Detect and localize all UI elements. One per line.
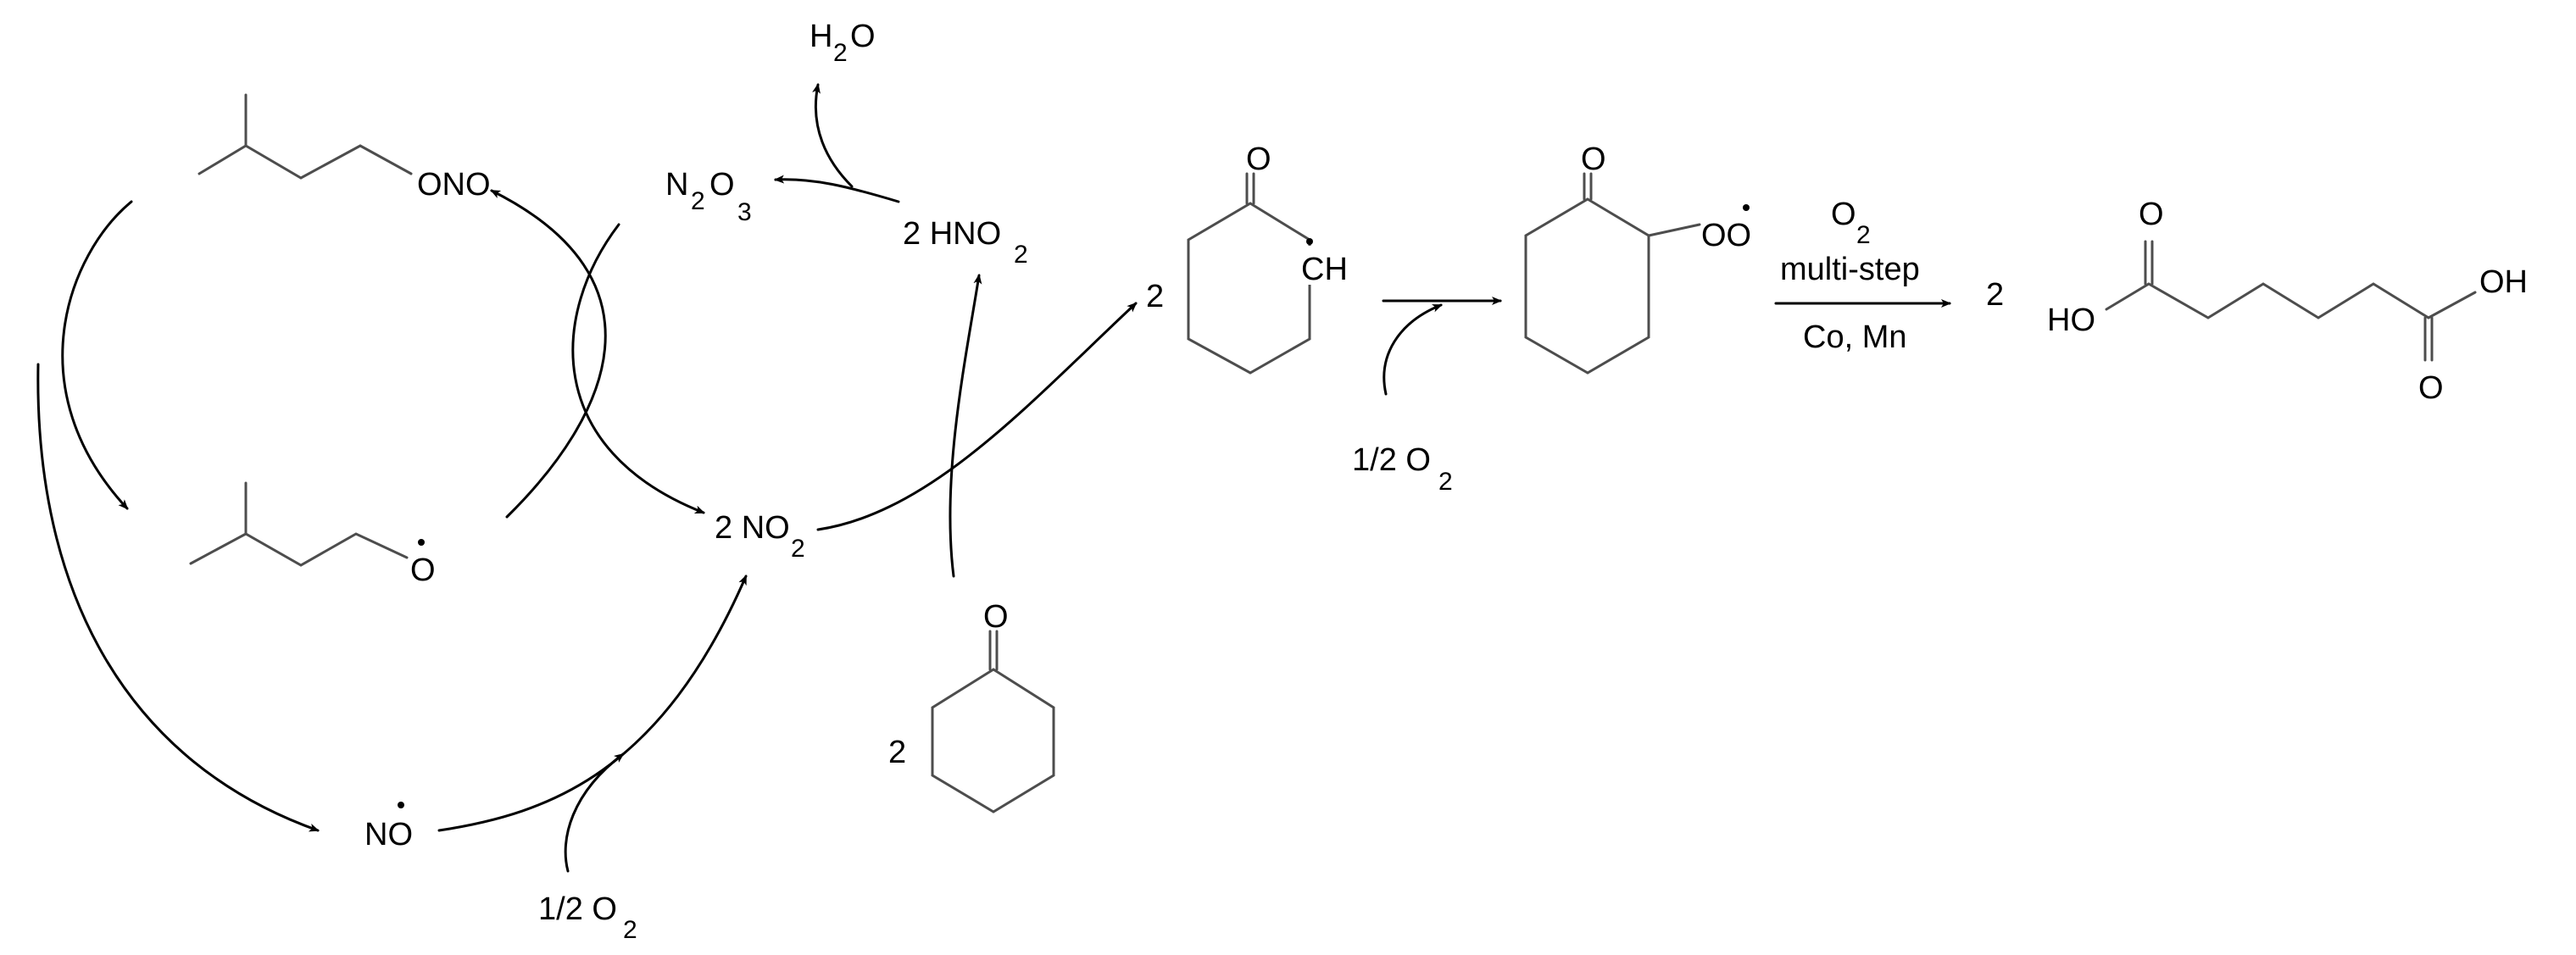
radical-dot [418,539,425,546]
acid-o-bottom-label: O [2418,370,2444,406]
cyclohexanone-structure: O 2 [888,599,1055,813]
final-step-reagents: O 2 multi-step Co, Mn [1780,197,1920,355]
isoamyl-nitrite-structure: ONO [198,93,491,203]
radical-dot [1743,204,1750,211]
peroxy-label: OO [1701,218,1751,253]
no2-label: 2 NO 2 [715,510,805,563]
coefficient-label: 2 [1146,279,1164,314]
ch-radical-label: CH [1301,252,1348,287]
ketone-o-label: O [983,599,1009,635]
reagent-o2-label: O [1831,197,1856,232]
ketone-o-label: O [1581,142,1606,177]
acid-o-top-label: O [2139,197,2164,232]
water-label: H 2 O [810,19,876,67]
ono-label: ONO [417,167,491,203]
svg-text:2: 2 [833,39,848,67]
svg-text:O: O [709,167,735,203]
svg-text:2: 2 [691,187,705,215]
svg-text:3: 3 [737,198,752,226]
half-o2-left-label: 1/2 O 2 [538,891,637,944]
alkoxy-o-label: O [410,552,436,588]
ketone-o-label: O [1246,142,1271,177]
reaction-arrows [36,83,1951,873]
svg-text:2: 2 [623,916,637,944]
reagent-step-label: multi-step [1780,252,1920,287]
coefficient-label: 2 [888,735,906,770]
peroxy-radical-structure: O OO [1524,142,1751,375]
svg-text:2: 2 [1438,468,1453,496]
no-radical-label: NO [364,802,413,852]
svg-text:N: N [665,167,688,203]
cyclohexanone-radical-structure: O CH 2 [1146,142,1352,375]
adipic-acid-structure: 2 O HO OH O [1986,197,2528,406]
acid-ho-label: HO [2047,303,2095,338]
svg-text:1/2 O: 1/2 O [538,891,617,927]
isoamyl-alkoxy-radical-structure: O [189,481,436,588]
half-o2-mid-label: 1/2 O 2 [1352,442,1453,496]
n2o3-label: N 2 O 3 [665,167,752,226]
hno2-label: 2 HNO 2 [903,216,1028,269]
svg-text:O: O [850,19,876,54]
radical-dot [398,802,404,808]
svg-text:H: H [810,19,832,54]
svg-text:2: 2 [791,535,805,563]
radical-dot [1306,238,1313,245]
svg-text:2 NO: 2 NO [715,510,790,546]
reagent-catalyst-label: Co, Mn [1803,319,1906,355]
svg-text:1/2 O: 1/2 O [1352,442,1431,478]
svg-text:2: 2 [1856,221,1871,249]
coefficient-label: 2 [1986,277,2004,313]
svg-text:NO: NO [364,817,413,852]
svg-text:2 HNO: 2 HNO [903,216,1001,252]
acid-oh-label: OH [2479,264,2528,300]
svg-text:2: 2 [1014,241,1028,269]
